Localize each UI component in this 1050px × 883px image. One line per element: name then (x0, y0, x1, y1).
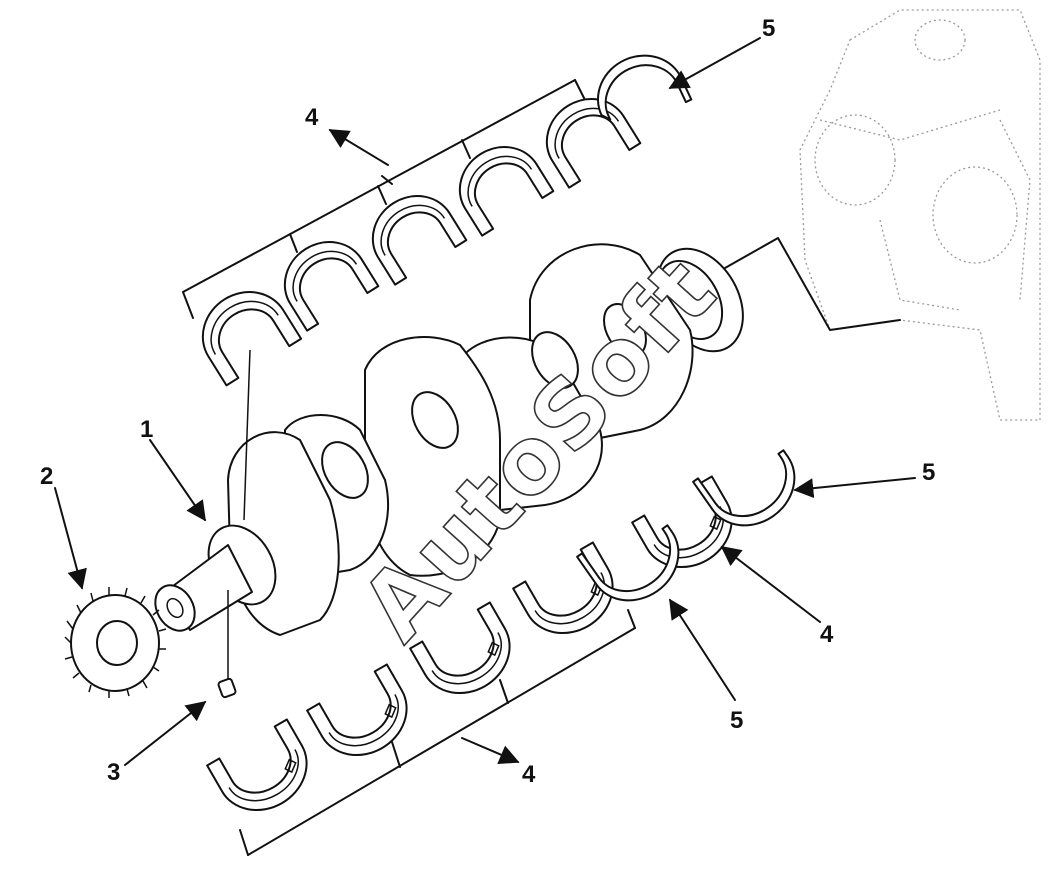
bracket-upper-bearings (182, 79, 586, 319)
callout-5-bottom: 5 (730, 707, 743, 734)
arrow-4-right (720, 545, 821, 623)
crankshaft-gear (64, 587, 167, 698)
lower-bearing-caps (206, 475, 733, 812)
lower-bearing-cap (206, 718, 308, 812)
callout-4-right: 4 (820, 621, 834, 648)
callout-4-bottom: 4 (522, 761, 536, 788)
lower-bearing-cap (306, 663, 408, 757)
callout-5-right: 5 (922, 459, 935, 486)
upper-bearing-shell (371, 195, 468, 286)
upper-bearing-shell (545, 98, 642, 189)
lower-bearing-cap (631, 475, 733, 569)
crankshaft-key (217, 590, 237, 699)
upper-bearing-shell (283, 241, 380, 332)
callout-3: 3 (107, 759, 120, 786)
arrow-5-bottom (669, 598, 736, 701)
upper-bearing-shell (458, 146, 555, 237)
arrow-3 (124, 700, 207, 766)
upper-bearing-shell (201, 291, 303, 387)
callout-labels: 1 2 3 4 4 4 5 5 5 (40, 15, 935, 788)
lower-bearing-cap (409, 601, 511, 695)
leader-arrows (54, 37, 916, 766)
upper-thrust-washer (597, 54, 693, 121)
callout-2: 2 (40, 463, 53, 490)
arrow-4-top (328, 129, 389, 166)
callout-1: 1 (140, 416, 153, 443)
engine-block-ghost (799, 9, 1041, 421)
upper-bearing-shells (201, 98, 642, 387)
callout-5-top: 5 (762, 15, 775, 42)
lower-thrust-washer (576, 524, 680, 602)
arrow-1 (149, 439, 206, 522)
crankshaft (154, 237, 901, 636)
arrow-5-right (793, 477, 916, 499)
arrow-4-bottom (461, 737, 520, 764)
arrow-5-top (668, 37, 761, 89)
arrow-2 (54, 487, 87, 590)
callout-4-top: 4 (305, 104, 319, 131)
lower-thrust-washer (692, 449, 796, 527)
bracket-lower-bearings (239, 609, 636, 856)
